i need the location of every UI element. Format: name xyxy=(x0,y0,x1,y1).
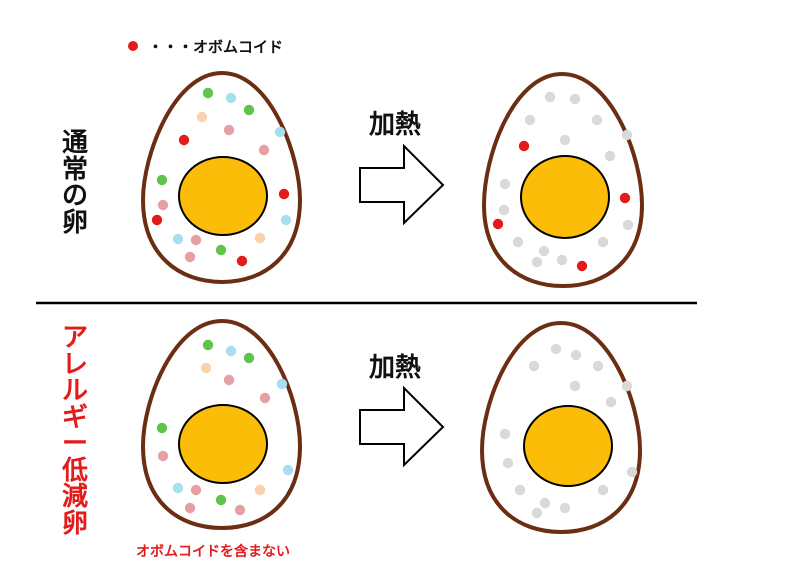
protein-dot xyxy=(512,236,524,248)
egg-raw-normal xyxy=(140,70,303,285)
heat-label-bottom: 加熱 xyxy=(369,353,422,383)
protein-dot xyxy=(190,484,202,496)
protein-dot xyxy=(499,178,511,190)
row-label-allergy-egg: アレルギー低減卵 xyxy=(61,323,88,539)
protein-dot xyxy=(626,466,638,478)
heat-label-top: 加熱 xyxy=(369,110,422,140)
protein-dot xyxy=(604,150,616,162)
row-label-normal-egg: 通常の卵 xyxy=(61,128,88,238)
protein-dot xyxy=(156,422,168,434)
egg-heated-normal xyxy=(481,71,645,289)
protein-dot xyxy=(528,360,540,372)
protein-dot xyxy=(514,484,526,496)
protein-dot xyxy=(282,464,294,476)
protein-dot xyxy=(622,219,634,231)
protein-dot xyxy=(276,378,288,390)
protein-dot xyxy=(597,236,609,248)
protein-dot xyxy=(499,428,511,440)
protein-dot xyxy=(569,93,581,105)
protein-dot xyxy=(157,199,169,211)
ovomucoid-dot xyxy=(619,192,631,204)
protein-dot xyxy=(274,126,286,138)
protein-dots xyxy=(499,343,638,519)
protein-dot xyxy=(539,497,551,509)
protein-dot xyxy=(225,92,237,104)
ovomucoid-dot xyxy=(518,140,530,152)
protein-dot xyxy=(502,457,514,469)
protein-dot xyxy=(223,374,235,386)
protein-dots xyxy=(156,339,294,516)
protein-dot xyxy=(172,233,184,245)
protein-dot xyxy=(280,214,292,226)
protein-dot xyxy=(184,251,196,263)
protein-dot xyxy=(223,124,235,136)
protein-dot xyxy=(591,114,603,126)
egg-yolk xyxy=(178,404,268,484)
protein-dot xyxy=(196,111,208,123)
protein-dot xyxy=(550,343,562,355)
protein-dot xyxy=(215,244,227,256)
protein-dot xyxy=(254,484,266,496)
protein-dot xyxy=(597,484,609,496)
egg-raw-allergy xyxy=(140,318,303,531)
protein-dot xyxy=(156,174,168,186)
egg-yolk xyxy=(520,155,610,239)
protein-dot xyxy=(243,352,255,364)
protein-dots xyxy=(151,87,292,267)
legend-label: ・・・オボムコイド xyxy=(148,38,284,56)
ovomucoid-dot xyxy=(278,188,290,200)
protein-dots xyxy=(492,91,634,272)
protein-dot xyxy=(559,502,571,514)
protein-dot xyxy=(556,254,568,266)
egg-yolk xyxy=(178,156,268,236)
protein-dot xyxy=(621,380,633,392)
ovomucoid-dot xyxy=(492,218,504,230)
protein-dot xyxy=(215,494,227,506)
protein-dot xyxy=(202,339,214,351)
protein-dot xyxy=(258,144,270,156)
legend-dot xyxy=(128,41,138,51)
protein-dot xyxy=(538,245,550,257)
protein-dot xyxy=(202,87,214,99)
egg-yolk xyxy=(523,405,613,487)
protein-dot xyxy=(172,482,184,494)
heat-arrow-top xyxy=(359,143,445,226)
ovomucoid-dot xyxy=(576,260,588,272)
protein-dot xyxy=(531,507,543,519)
protein-dot xyxy=(592,360,604,372)
protein-dot xyxy=(531,256,543,268)
protein-dot xyxy=(259,392,271,404)
protein-dot xyxy=(559,134,571,146)
protein-dot xyxy=(184,502,196,514)
ovomucoid-free-note: オボムコイドを含まない xyxy=(136,544,290,560)
ovomucoid-dot xyxy=(178,134,190,146)
protein-dot xyxy=(570,349,582,361)
protein-dot xyxy=(524,114,536,126)
protein-dot xyxy=(544,91,556,103)
protein-dot xyxy=(225,345,237,357)
protein-dot xyxy=(234,504,246,516)
protein-dot xyxy=(157,450,169,462)
protein-dot xyxy=(254,232,266,244)
egg-heated-allergy xyxy=(479,320,643,535)
protein-dot xyxy=(200,362,212,374)
ovomucoid-dot xyxy=(236,255,248,267)
heat-arrow-bottom xyxy=(359,385,445,468)
protein-dot xyxy=(605,396,617,408)
protein-dot xyxy=(498,204,510,216)
ovomucoid-dot xyxy=(151,214,163,226)
protein-dot xyxy=(190,234,202,246)
protein-dot xyxy=(569,380,581,392)
protein-dot xyxy=(621,129,633,141)
protein-dot xyxy=(243,104,255,116)
